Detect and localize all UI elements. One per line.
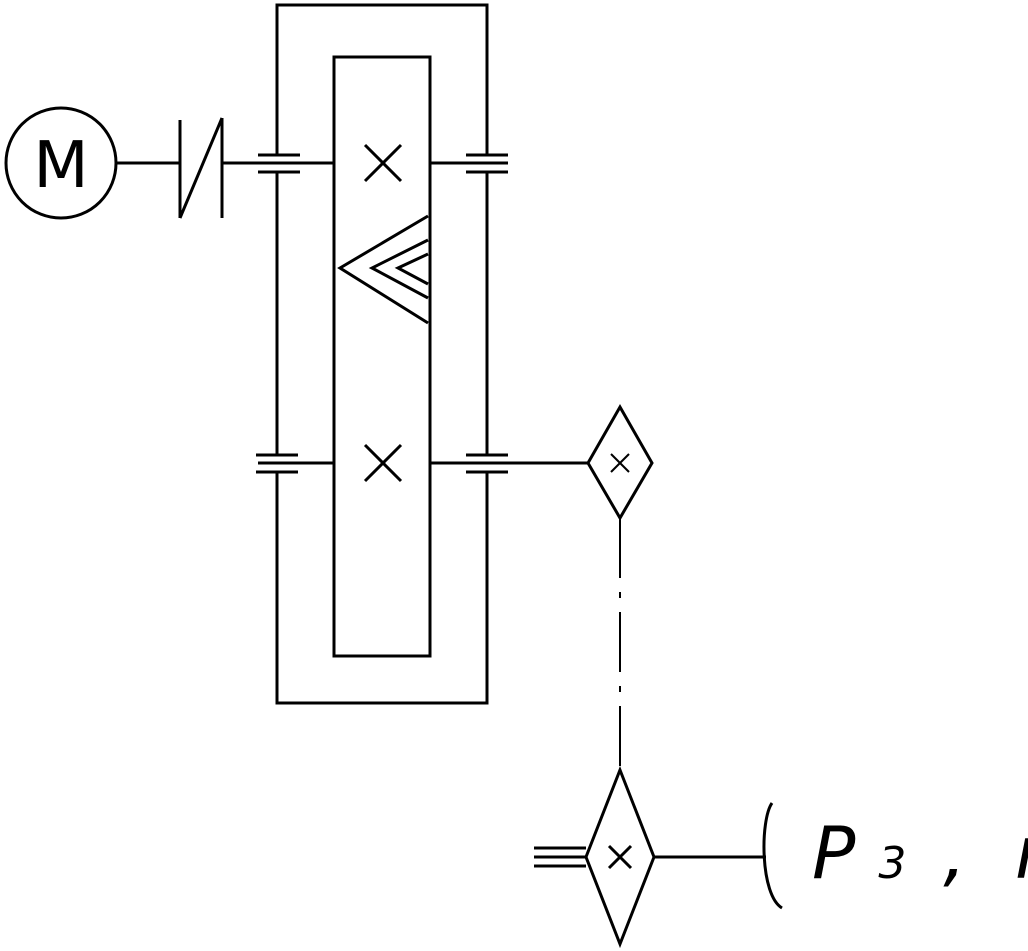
drive-sprocket-cross-icon: [610, 453, 630, 473]
driven-sprocket: [584, 765, 656, 949]
driven-sprocket-cross-icon: [607, 844, 633, 870]
gear-pair-frame: [332, 55, 432, 658]
bearing-input-left: [258, 153, 300, 174]
bearing-input-right: [466, 153, 508, 174]
herringbone-teeth-icon: [337, 214, 429, 325]
output-brace: [762, 802, 783, 910]
motor-label: M: [33, 129, 88, 203]
speed-symbol: n: [1015, 811, 1028, 895]
shaft-fixing-icon: [534, 846, 586, 868]
power-subscript: 3: [878, 838, 906, 889]
bearing-output-right: [466, 453, 508, 474]
gearbox-housing: [275, 3, 489, 705]
wheel-cross-icon: [363, 443, 403, 483]
motor: M: [4, 106, 118, 220]
label-separator: ,: [943, 811, 966, 895]
drive-sprocket: [586, 403, 654, 521]
coupling: [178, 117, 224, 219]
output-label: P 3 , n 3: [812, 811, 1028, 895]
power-symbol: P: [812, 811, 856, 895]
pinion-cross-icon: [363, 143, 403, 183]
bearing-output-left: [256, 453, 298, 474]
